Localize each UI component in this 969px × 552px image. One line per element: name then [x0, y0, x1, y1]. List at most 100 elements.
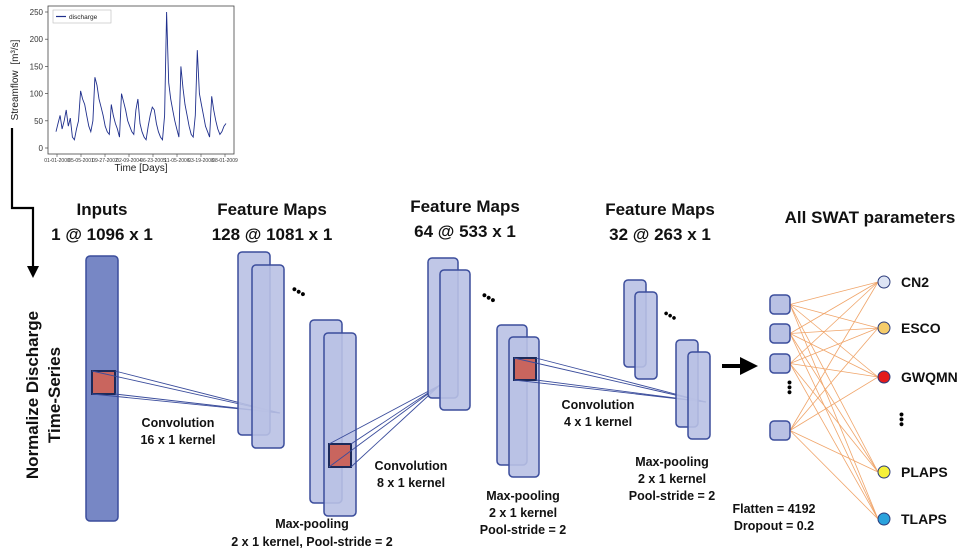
- y-tick-label: 0: [39, 144, 44, 153]
- dense-connection-line: [789, 363, 879, 378]
- inset-y-label-text: Streamflow: [10, 70, 21, 121]
- feature-maps-3-stack-b: [675, 339, 711, 440]
- feature-maps-1-stack-b: [309, 319, 357, 517]
- x-tick-label: 06-23-2005: [140, 158, 166, 164]
- y-tick-label: 150: [30, 62, 44, 71]
- pool1-detail: 2 x 1 kernel, Pool-stride = 2: [231, 535, 393, 549]
- flatten-label: Flatten = 4192: [732, 502, 815, 516]
- x-tick-label: 02-09-2004: [116, 158, 142, 164]
- dense-connection-line: [789, 304, 879, 473]
- streamflow-inset-chart: 0 50 100 150 200 250 01-01-200005-05-200109-2…: [10, 5, 238, 174]
- x-tick-label: 08-01-2009: [212, 158, 238, 164]
- dense-connection-line: [789, 304, 879, 520]
- x-tick-label: 01-01-2000: [44, 158, 70, 164]
- conv3-kernel: 4 x 1 kernel: [564, 415, 632, 429]
- feature-maps-2-title: Feature Maps: [410, 197, 520, 216]
- param-node-tlaps: [877, 512, 891, 526]
- dense-connection-line: [789, 281, 879, 334]
- dense-connection-line: [789, 304, 879, 329]
- dense-connection-line: [789, 327, 879, 431]
- dense-connection-line: [789, 327, 879, 334]
- side-label-line2: Time-Series: [45, 347, 64, 443]
- inset-x-label: Time [Days]: [115, 163, 168, 174]
- feature-map-slab: [634, 291, 658, 380]
- feature-maps-1-ellipsis: •••: [289, 281, 310, 302]
- pool1-label: Max-pooling: [275, 517, 349, 531]
- param-label-gwqmn: GWQMN: [901, 369, 958, 385]
- parameter-nodes: [877, 275, 891, 526]
- feature-maps-2-size: 64 @ 533 x 1: [414, 222, 516, 241]
- dense-connection-line: [789, 363, 879, 520]
- conv1-label: Convolution: [142, 416, 215, 430]
- flatten-unit-4: [769, 420, 791, 441]
- inset-y-ticks: 0 50 100 150 200 250: [30, 8, 48, 153]
- param-label-plaps: PLAPS: [901, 464, 948, 480]
- feature-maps-2-ellipsis: •••: [479, 287, 500, 308]
- pool2-stride: Pool-stride = 2: [480, 523, 567, 537]
- feature-maps-1-size: 128 @ 1081 x 1: [212, 225, 333, 244]
- dense-connection-line: [789, 363, 879, 473]
- legend-label: discharge: [69, 14, 98, 21]
- flow-arrow-head: [27, 266, 39, 278]
- input-kernel-window: [91, 370, 116, 395]
- param-node-gwqmn: [877, 370, 891, 384]
- feature-map-slab: [323, 332, 357, 517]
- dense-connection-line: [789, 376, 879, 431]
- kernel-projection-line: [328, 384, 441, 445]
- conv2-kernel: 8 x 1 kernel: [377, 476, 445, 490]
- fmap2-kernel-window: [513, 357, 537, 381]
- dense-connection-line: [789, 333, 879, 473]
- dense-connection-line: [789, 281, 879, 431]
- feature-maps-1-stack-a: [237, 251, 285, 449]
- feature-map-slab: [439, 269, 471, 411]
- dense-connection-line: [789, 281, 879, 305]
- inputs-size: 1 @ 1096 x 1: [51, 225, 153, 244]
- dense-connection-line: [789, 333, 879, 520]
- dense-connection-line: [789, 281, 879, 364]
- y-tick-label: 250: [30, 8, 44, 17]
- param-label-esco: ESCO: [901, 320, 941, 336]
- param-label-cn2: CN2: [901, 274, 929, 290]
- feature-maps-1-title: Feature Maps: [217, 200, 327, 219]
- y-tick-label: 100: [30, 90, 44, 99]
- feature-maps-2-stack-a: [427, 257, 471, 411]
- dense-connection-line: [789, 304, 879, 378]
- inset-y-label-unit: [m³/s]: [10, 39, 21, 64]
- feature-maps-3-stack-a: [623, 279, 658, 380]
- feature-maps-2-stack-b: [496, 324, 540, 478]
- param-node-esco: [877, 321, 891, 335]
- dropout-label: Dropout = 0.2: [734, 519, 814, 533]
- feature-map-slab: [251, 264, 285, 449]
- flatten-unit-3: [769, 353, 791, 374]
- dense-connection-line: [789, 430, 879, 520]
- x-tick-label: 03-19-2008: [188, 158, 214, 164]
- conv1-kernel: 16 x 1 kernel: [140, 433, 215, 447]
- inset-y-label: Streamflow [m³/s]: [10, 39, 21, 120]
- y-tick-label: 50: [34, 117, 43, 126]
- pool3-stride: Pool-stride = 2: [629, 489, 716, 503]
- parameters-ellipsis: •••: [894, 412, 910, 427]
- feature-maps-3-ellipsis: •••: [661, 306, 681, 326]
- dense-connection-line: [789, 327, 879, 364]
- flatten-unit-2: [769, 323, 791, 344]
- fmap1-kernel-window: [328, 443, 352, 468]
- feature-maps-3-size: 32 @ 263 x 1: [609, 225, 711, 244]
- feature-map-slab: [687, 351, 711, 440]
- dense-connection-line: [789, 430, 879, 473]
- conv3-label: Convolution: [562, 398, 635, 412]
- pool2-kernel: 2 x 1 kernel: [489, 506, 557, 520]
- x-tick-label: 09-27-2002: [92, 158, 118, 164]
- x-tick-label: 05-05-2001: [68, 158, 94, 164]
- param-node-cn2: [877, 275, 891, 289]
- inset-x-ticks: 01-01-200005-05-200109-27-200202-09-2004…: [44, 154, 238, 164]
- to-dense-arrow-head: [740, 357, 758, 375]
- legend-box: [52, 9, 112, 24]
- feature-maps-3-title: Feature Maps: [605, 200, 715, 219]
- x-tick-label: 11-05-2006: [164, 158, 189, 164]
- kernel-projection-line: [513, 357, 707, 403]
- kernel-projection-line: [350, 384, 441, 468]
- y-tick-label: 200: [30, 35, 44, 44]
- swat-parameters-title: All SWAT parameters: [785, 208, 956, 227]
- kernel-projection-line: [328, 384, 441, 468]
